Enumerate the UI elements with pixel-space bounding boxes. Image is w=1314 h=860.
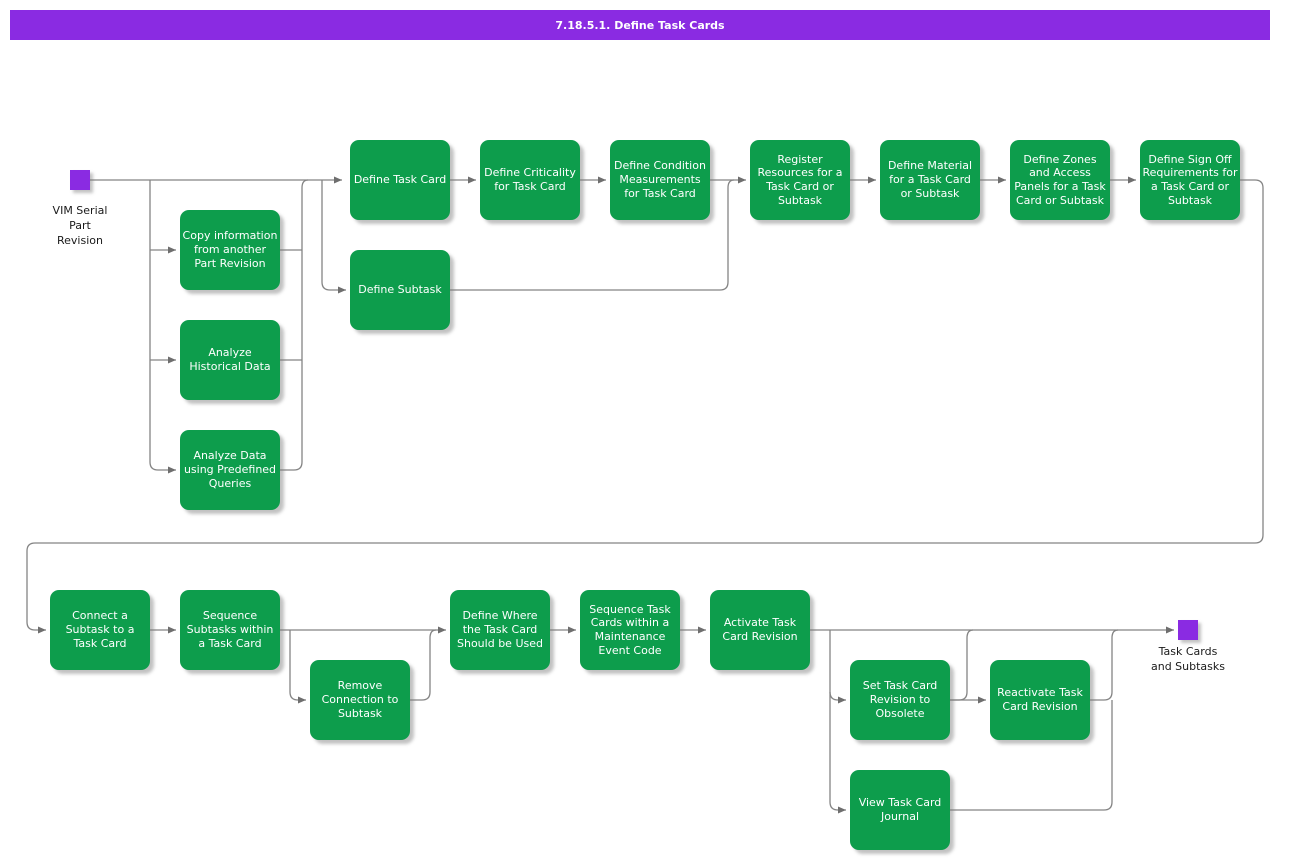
task-box-connect-subtask[interactable]: Connect a Subtask to a Task Card (50, 590, 150, 670)
task-box-register-resources[interactable]: Register Resources for a Task Card or Su… (750, 140, 850, 220)
task-box-set-revision-obsolete[interactable]: Set Task Card Revision to Obsolete (850, 660, 950, 740)
task-box-analyze-historical-data[interactable]: Analyze Historical Data (180, 320, 280, 400)
task-box-remove-connection[interactable]: Remove Connection to Subtask (310, 660, 410, 740)
task-box-sequence-task-cards[interactable]: Sequence Task Cards within a Maintenance… (580, 590, 680, 670)
task-box-view-journal[interactable]: View Task Card Journal (850, 770, 950, 850)
task-box-analyze-data-predefined-queries[interactable]: Analyze Data using Predefined Queries (180, 430, 280, 510)
connectors (26, 176, 1264, 814)
task-box-define-condition-measurements[interactable]: Define Condition Measurements for Task C… (610, 140, 710, 220)
task-box-activate-revision[interactable]: Activate Task Card Revision (710, 590, 810, 670)
task-box-define-task-card[interactable]: Define Task Card (350, 140, 450, 220)
task-box-define-where-used[interactable]: Define Where the Task Card Should be Use… (450, 590, 550, 670)
start-milestone-label: VIM Serial Part Revision (52, 204, 108, 247)
diagram-title-bar: 7.18.5.1. Define Task Cards (10, 10, 1270, 40)
task-box-define-sign-off-requirements[interactable]: Define Sign Off Requirements for a Task … (1140, 140, 1240, 220)
task-box-copy-information[interactable]: Copy information from another Part Revis… (180, 210, 280, 290)
page-title: 7.18.5.1. Define Task Cards (555, 18, 725, 32)
end-milestone-square[interactable] (1178, 620, 1198, 640)
start-milestone-square[interactable] (70, 170, 90, 190)
task-box-sequence-subtasks[interactable]: Sequence Subtasks within a Task Card (180, 590, 280, 670)
task-box-define-material[interactable]: Define Material for a Task Card or Subta… (880, 140, 980, 220)
task-box-define-subtask[interactable]: Define Subtask (350, 250, 450, 330)
task-box-define-zones-access-panels[interactable]: Define Zones and Access Panels for a Tas… (1010, 140, 1110, 220)
task-box-define-criticality[interactable]: Define Criticality for Task Card (480, 140, 580, 220)
task-box-reactivate-revision[interactable]: Reactivate Task Card Revision (990, 660, 1090, 740)
end-milestone-label: Task Cards and Subtasks (1150, 645, 1225, 673)
